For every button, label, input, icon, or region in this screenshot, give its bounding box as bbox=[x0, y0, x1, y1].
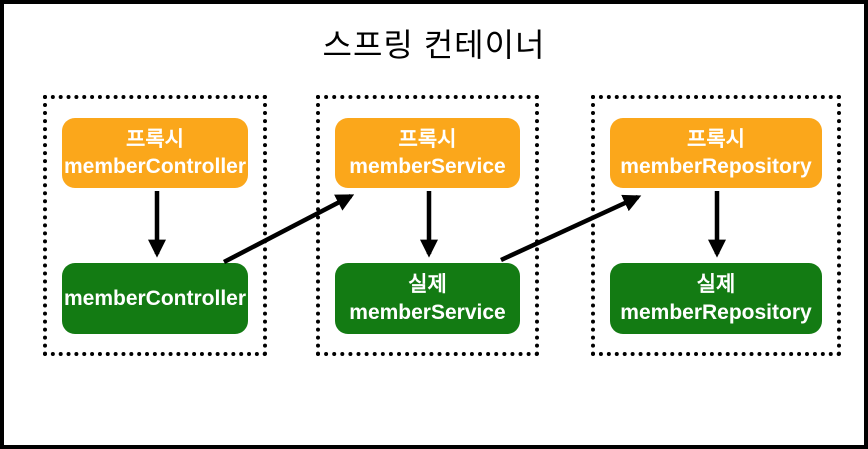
proxy-member-controller-box: 프록시 memberController bbox=[62, 118, 248, 188]
real-member-repository-box: 실제 memberRepository bbox=[610, 263, 822, 334]
real-bean-name: memberController bbox=[63, 286, 247, 310]
proxy-bean-name: memberService bbox=[349, 155, 506, 178]
proxy-member-repository-box: 프록시 memberRepository bbox=[610, 118, 822, 188]
real-bean-name: memberService bbox=[349, 300, 506, 324]
real-role-label: 실제 bbox=[408, 273, 447, 297]
bean-group-repository: 프록시 memberRepository 실제 memberRepository bbox=[591, 95, 841, 356]
proxy-bean-name: memberRepository bbox=[620, 155, 812, 178]
proxy-bean-name: memberController bbox=[63, 155, 247, 178]
proxy-role-label: 프록시 bbox=[398, 127, 457, 151]
real-bean-name: memberRepository bbox=[620, 300, 812, 324]
proxy-role-label: 프록시 bbox=[126, 127, 184, 151]
real-role-label: 실제 bbox=[696, 273, 736, 297]
real-member-controller-box: memberController bbox=[62, 263, 248, 334]
diagram-title: 스프링 컨테이너 bbox=[322, 27, 546, 63]
real-member-service-box: 실제 memberService bbox=[335, 263, 520, 334]
proxy-role-label: 프록시 bbox=[687, 127, 745, 151]
bean-group-controller: 프록시 memberController memberController bbox=[43, 95, 267, 356]
bean-group-service: 프록시 memberService 실제 memberService bbox=[316, 95, 539, 356]
proxy-member-service-box: 프록시 memberService bbox=[335, 118, 520, 188]
